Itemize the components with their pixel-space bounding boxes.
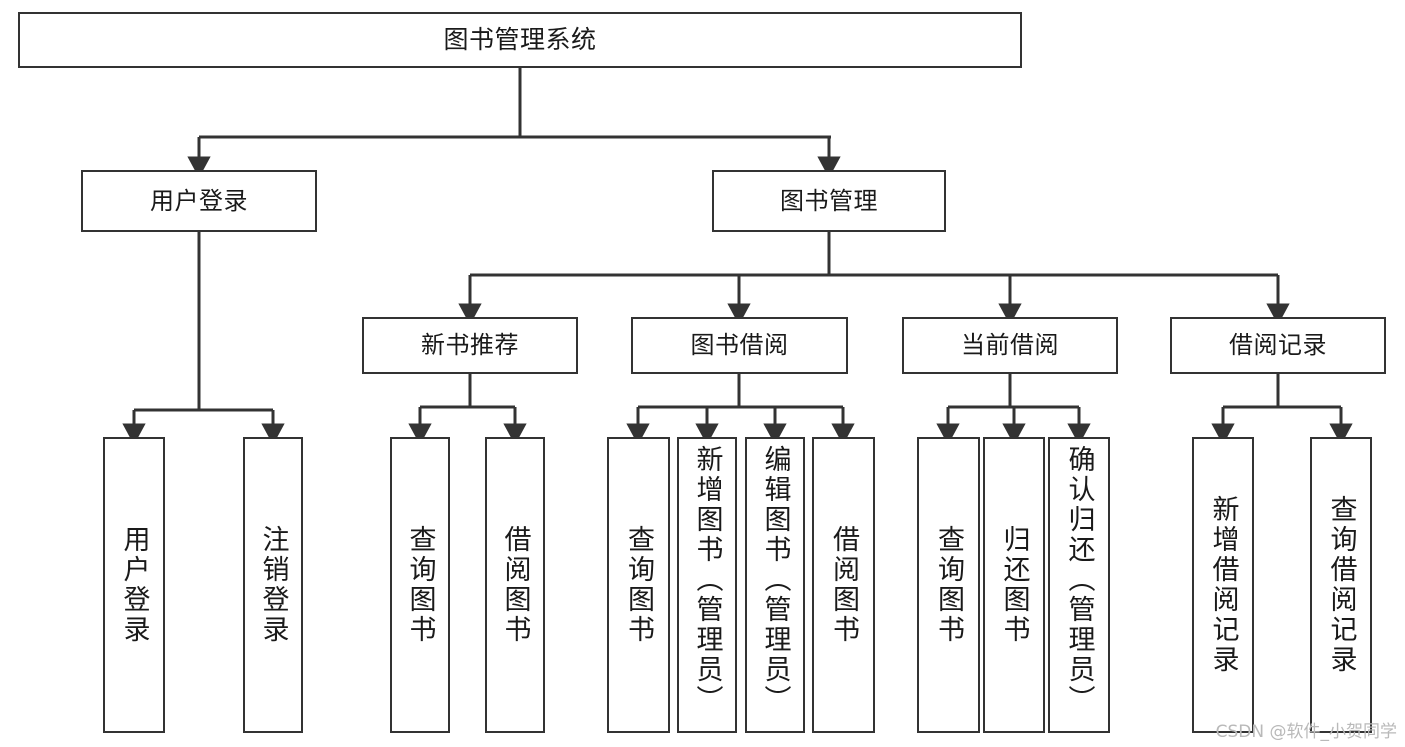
node-leaf-user-logout-label: 注销登录	[257, 525, 289, 645]
node-leaf-query-book-3-label: 查询图书	[933, 525, 964, 645]
csdn-watermark: CSDN @软件_小贺同学	[1215, 722, 1397, 742]
node-book-borrow-label: 图书借阅	[690, 331, 789, 360]
node-leaf-query-book-3[interactable]: 查询图书	[917, 437, 980, 733]
node-leaf-add-book[interactable]: 新增图书（管理员）	[677, 437, 737, 733]
node-borrow-record-label: 借阅记录	[1229, 331, 1327, 360]
node-book-manage[interactable]: 图书管理	[712, 170, 946, 232]
node-leaf-edit-book-label: 编辑图书（管理员）	[759, 445, 791, 715]
node-new-book-recommend-label: 新书推荐	[421, 331, 519, 360]
node-leaf-confirm-return-label: 确认归还（管理员）	[1063, 445, 1095, 715]
node-leaf-return-book-label: 归还图书	[998, 525, 1030, 645]
node-book-borrow[interactable]: 图书借阅	[631, 317, 848, 374]
node-leaf-query-record-label: 查询借阅记录	[1325, 495, 1357, 675]
node-leaf-add-book-label: 新增图书（管理员）	[691, 445, 723, 715]
node-leaf-return-book[interactable]: 归还图书	[983, 437, 1045, 733]
node-leaf-borrow-book-1[interactable]: 借阅图书	[485, 437, 545, 733]
node-leaf-user-logout[interactable]: 注销登录	[243, 437, 303, 733]
node-user-login[interactable]: 用户登录	[81, 170, 317, 232]
node-leaf-query-book-1[interactable]: 查询图书	[390, 437, 450, 733]
node-leaf-borrow-book-2-label: 借阅图书	[828, 525, 859, 645]
node-leaf-query-book-1-label: 查询图书	[404, 525, 436, 645]
node-leaf-user-login-label: 用户登录	[118, 525, 150, 645]
node-leaf-user-login[interactable]: 用户登录	[103, 437, 165, 733]
node-leaf-add-record-label: 新增借阅记录	[1207, 495, 1239, 675]
node-leaf-confirm-return[interactable]: 确认归还（管理员）	[1048, 437, 1110, 733]
node-leaf-query-book-2-label: 查询图书	[623, 525, 654, 645]
node-leaf-query-book-2[interactable]: 查询图书	[607, 437, 670, 733]
node-new-book-recommend[interactable]: 新书推荐	[362, 317, 578, 374]
node-user-login-label: 用户登录	[150, 186, 248, 215]
node-leaf-query-record[interactable]: 查询借阅记录	[1310, 437, 1372, 733]
node-current-borrow-label: 当前借阅	[961, 331, 1059, 360]
node-root-label: 图书管理系统	[443, 25, 597, 54]
node-current-borrow[interactable]: 当前借阅	[902, 317, 1118, 374]
node-book-manage-label: 图书管理	[780, 186, 878, 215]
node-borrow-record[interactable]: 借阅记录	[1170, 317, 1386, 374]
node-root[interactable]: 图书管理系统	[18, 12, 1022, 68]
node-leaf-edit-book[interactable]: 编辑图书（管理员）	[745, 437, 805, 733]
node-leaf-borrow-book-2[interactable]: 借阅图书	[812, 437, 875, 733]
node-leaf-add-record[interactable]: 新增借阅记录	[1192, 437, 1254, 733]
node-leaf-borrow-book-1-label: 借阅图书	[499, 525, 531, 645]
